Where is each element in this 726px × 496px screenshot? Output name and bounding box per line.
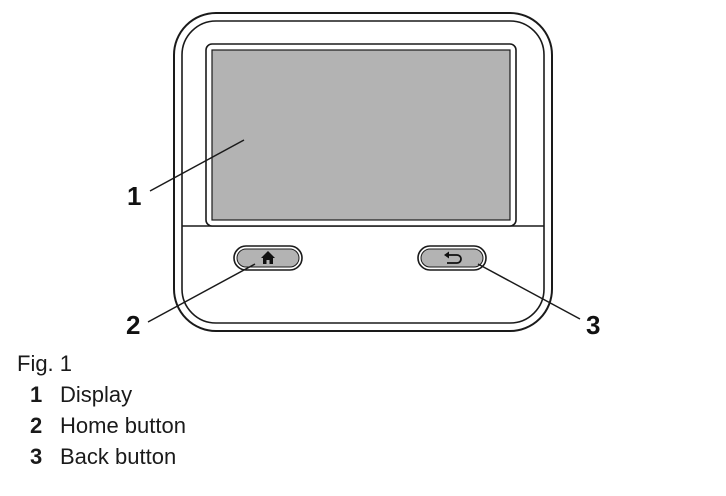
home-button[interactable] [233,245,303,271]
legend-number: 1 [30,382,43,407]
back-button[interactable] [417,245,487,271]
legend-item: 3 Back button [30,443,186,471]
legend-label: Back button [60,444,177,469]
legend-number: 3 [30,444,43,469]
callout-line-3 [477,263,581,320]
legend-label: Display [60,382,133,407]
legend: 1 Display 2 Home button 3 Back button [30,381,186,474]
callout-number-2: 2 [126,310,140,340]
back-arrow-icon [444,251,462,264]
legend-item: 1 Display [30,381,186,409]
legend-item: 2 Home button [30,412,186,440]
legend-number: 2 [30,413,43,438]
display [211,49,511,221]
legend-label: Home button [60,413,186,438]
device-illustration: 1 2 3 [126,12,600,340]
callout-number-1: 1 [127,181,141,211]
callout-line-1 [149,139,245,192]
figure-caption: Fig. 1 [17,351,73,376]
callout-number-3: 3 [586,310,600,340]
callout-line-2 [147,263,256,323]
home-icon [261,251,275,264]
